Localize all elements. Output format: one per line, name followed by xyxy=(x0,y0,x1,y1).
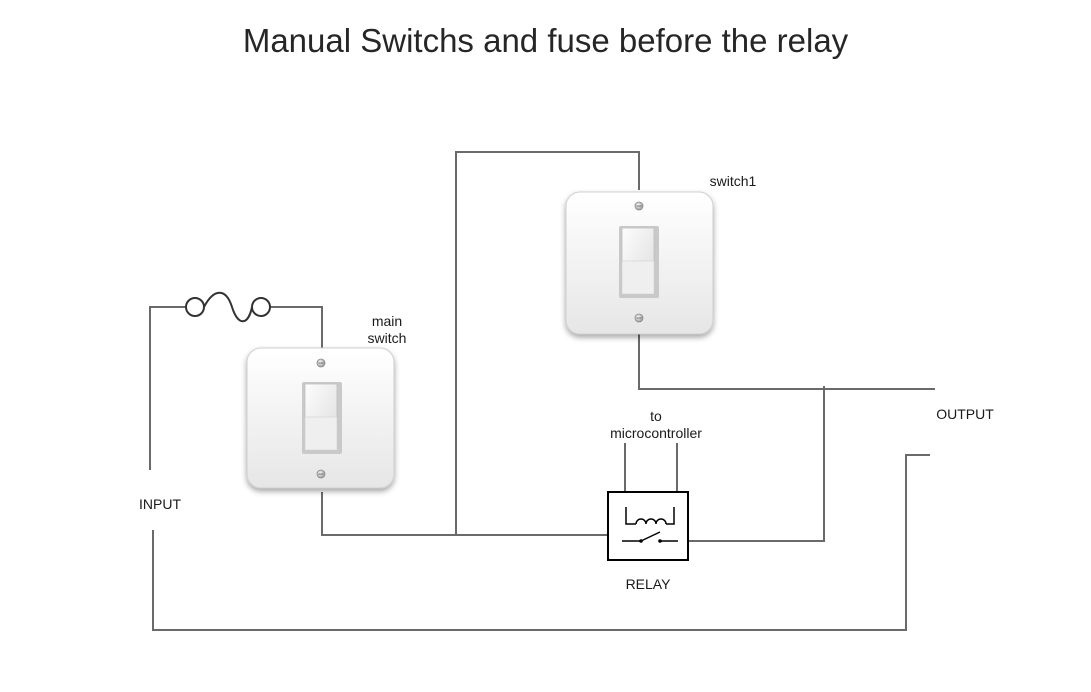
relay-symbol xyxy=(607,491,689,561)
wire-return xyxy=(152,454,930,631)
relay-label: RELAY xyxy=(625,576,671,592)
main-switch-icon xyxy=(246,347,395,489)
microcontroller-label: to microcontroller xyxy=(596,408,716,442)
wire-switch1-to-output xyxy=(638,333,935,390)
wire-main-switch-to-relay xyxy=(321,492,608,536)
main-switch-label-line1: main xyxy=(371,313,403,329)
switch1-icon xyxy=(565,191,714,335)
wire-branch-to-switch1 xyxy=(455,151,640,535)
wires xyxy=(149,151,935,631)
wire-fuse-to-main-switch xyxy=(270,306,323,348)
microcontroller-label-line2: microcontroller xyxy=(610,425,702,441)
main-switch-label-line2: switch xyxy=(367,330,407,346)
output-label: OUTPUT xyxy=(936,406,994,422)
wire-input-to-fuse xyxy=(149,306,186,470)
input-label: INPUT xyxy=(139,496,181,512)
microcontroller-label-line1: to xyxy=(650,408,662,424)
fuse-symbol xyxy=(185,291,271,323)
main-switch-label: main switch xyxy=(352,313,422,347)
wire-relay-to-output xyxy=(688,386,825,542)
diagram-title: Manual Switchs and fuse before the relay xyxy=(242,22,849,59)
switch1-label: switch1 xyxy=(709,173,757,189)
